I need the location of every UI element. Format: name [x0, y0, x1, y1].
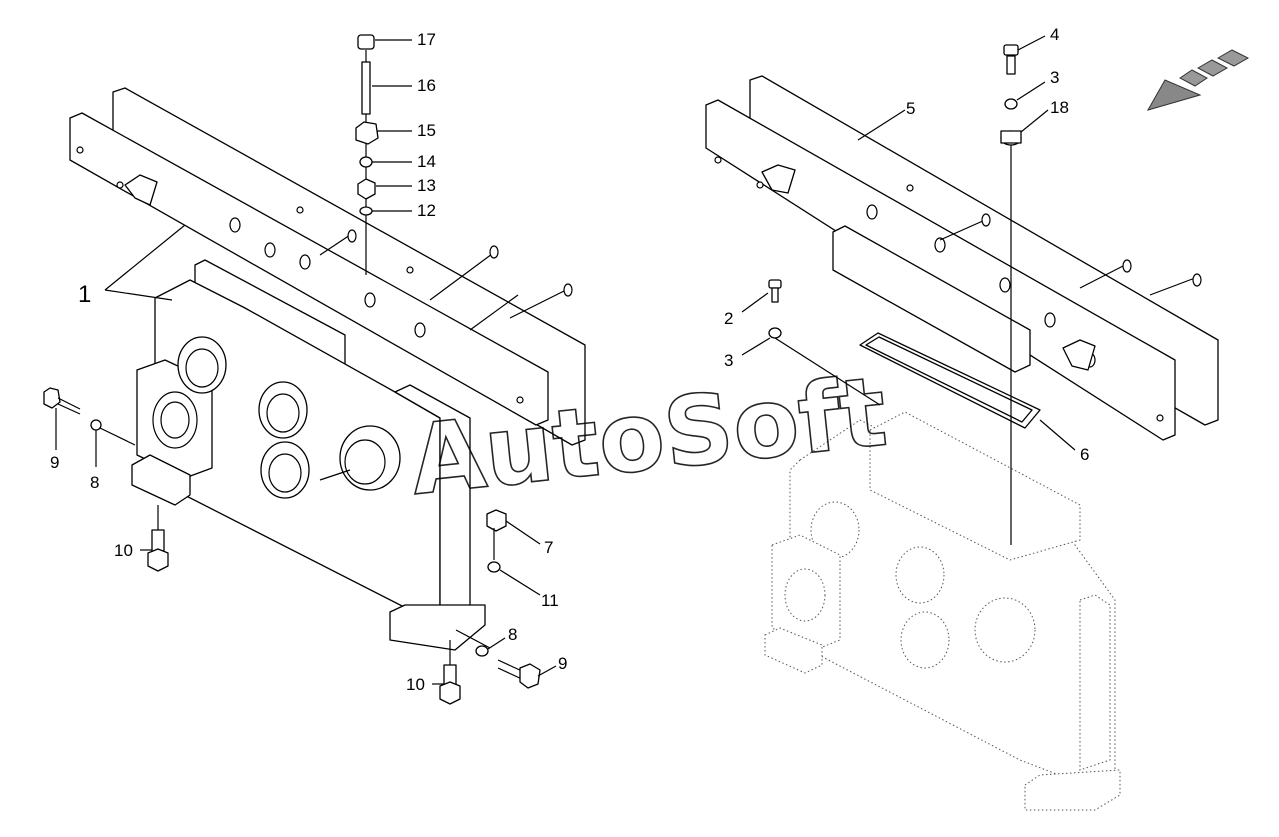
left-assembly: [43, 34, 586, 705]
right-bracket: [832, 225, 1031, 373]
callout-7: 7: [544, 538, 553, 557]
callout-5: 5: [906, 99, 915, 118]
callout-10-right: 10: [406, 675, 425, 694]
ghost-housing: [764, 411, 1121, 811]
callout-8-right: 8: [508, 625, 517, 644]
callout-9-right: 9: [558, 654, 567, 673]
rollers: [177, 336, 401, 499]
callout-4: 4: [1050, 25, 1059, 44]
right-shafts: [939, 213, 1202, 296]
callout-2: 2: [724, 309, 733, 328]
callout-12: 12: [417, 201, 436, 220]
right-assembly: [705, 44, 1250, 811]
fasteners-left: [43, 387, 541, 705]
callout-3-left: 3: [724, 351, 733, 370]
callout-14: 14: [417, 152, 436, 171]
callout-9-left: 9: [50, 453, 59, 472]
callout-18: 18: [1050, 98, 1069, 117]
leader-lines: [55, 35, 1076, 685]
front-side-plate: [69, 112, 549, 426]
left-foot: [131, 454, 191, 506]
plate-holes: [76, 146, 524, 404]
callout-labels: 17 16 15 14 13 12 1 9 8 10 7 11 8 9 10 4…: [50, 25, 1089, 694]
callout-11: 11: [541, 591, 559, 610]
callout-16: 16: [417, 76, 436, 95]
callout-8-left: 8: [90, 473, 99, 492]
callout-17: 17: [417, 30, 436, 49]
right-front-plate: [705, 99, 1176, 441]
housing-foot: [389, 604, 486, 651]
direction-arrow-icon: [1146, 49, 1250, 111]
hardware-right: [768, 44, 1022, 545]
callout-10-left: 10: [114, 541, 133, 560]
hardware-stack-left: [355, 34, 379, 275]
callout-13: 13: [417, 176, 436, 195]
wedge-block: [124, 174, 158, 206]
callout-15: 15: [417, 121, 436, 140]
callout-1: 1: [78, 281, 91, 308]
callout-3-top: 3: [1050, 68, 1059, 87]
callout-6: 6: [1080, 445, 1089, 464]
shafts: [319, 229, 573, 331]
